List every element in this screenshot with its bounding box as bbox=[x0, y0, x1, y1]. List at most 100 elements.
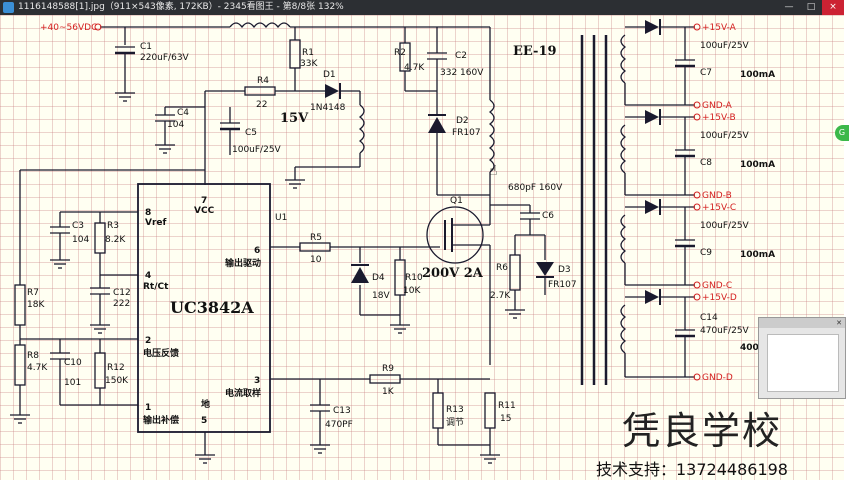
output-c-pos: +15V-C bbox=[702, 203, 736, 213]
output-b-pos: +15V-B bbox=[702, 113, 736, 123]
maximize-button[interactable]: □ bbox=[806, 2, 816, 12]
window-title: 1116148588[1].jpg（911×543像素, 172KB）- 234… bbox=[18, 2, 344, 12]
d1-label: D1 bbox=[323, 70, 336, 80]
output-a-pos: +15V-A bbox=[702, 23, 737, 33]
c5-value: 100uF/25V bbox=[232, 145, 282, 155]
c9-value: 100uF/25V bbox=[700, 221, 750, 231]
output-a-current: 100mA bbox=[740, 70, 775, 80]
pin-2-label: 电压反馈 bbox=[143, 347, 179, 359]
c12-label: C12 bbox=[113, 288, 131, 298]
wires bbox=[14, 22, 695, 455]
r1-value: 33K bbox=[300, 59, 318, 69]
output-terminals bbox=[94, 23, 701, 381]
c8-value: 100uF/25V bbox=[700, 131, 750, 141]
r8-value: 4.7K bbox=[27, 363, 48, 373]
c6-value: 680pF 160V bbox=[508, 183, 563, 193]
navigator-preview[interactable] bbox=[767, 334, 839, 392]
r10-value: 10K bbox=[403, 286, 421, 296]
c1-value: 220uF/63V bbox=[140, 53, 190, 63]
pin-8: 8 bbox=[145, 208, 151, 218]
r4-label: R4 bbox=[257, 76, 269, 86]
c2-label: C2 bbox=[455, 51, 467, 61]
diode-d4 bbox=[351, 267, 369, 283]
c12-value: 222 bbox=[113, 299, 130, 309]
pin-7-label: VCC bbox=[194, 206, 215, 216]
navigator-thumbnail[interactable]: ✕ bbox=[758, 317, 846, 399]
r2-label: R2 bbox=[394, 48, 406, 58]
output-c-gnd: GND-C bbox=[702, 281, 732, 291]
minimize-button[interactable]: — bbox=[784, 2, 794, 12]
pin-4: 4 bbox=[145, 271, 151, 281]
output-d-current: 400m bbox=[740, 343, 768, 353]
transformer-label: EE-19 bbox=[513, 44, 557, 59]
diode-d3 bbox=[536, 262, 554, 276]
c10-value: 101 bbox=[64, 378, 81, 388]
output-d-pos: +15V-D bbox=[702, 293, 737, 303]
c13-label: C13 bbox=[333, 406, 351, 416]
r12-value: 150K bbox=[105, 376, 129, 386]
c14-value: 470uF/25V bbox=[700, 326, 750, 336]
watermark-contact: 技术支持：13724486198 bbox=[596, 460, 788, 479]
output-a-gnd: GND-A bbox=[702, 101, 733, 111]
close-button[interactable]: × bbox=[822, 0, 844, 15]
pin-6-label: 输出驱动 bbox=[225, 257, 261, 269]
c2-value: 332 160V bbox=[440, 68, 484, 78]
diode-d1 bbox=[325, 84, 339, 98]
c4-value: 104 bbox=[167, 120, 184, 130]
c7-value: 100uF/25V bbox=[700, 41, 750, 51]
r3-value: 8.2K bbox=[105, 235, 126, 245]
pin-5-label: 地 bbox=[201, 398, 210, 410]
r1-label: R1 bbox=[302, 48, 314, 58]
c8-label: C8 bbox=[700, 158, 712, 168]
aux-voltage-label: 15V bbox=[280, 111, 309, 126]
watermark-school: 凭良学校 bbox=[622, 409, 783, 453]
output-d-gnd: GND-D bbox=[702, 373, 733, 383]
pin-2: 2 bbox=[145, 336, 151, 346]
r9-value: 1K bbox=[382, 387, 395, 397]
c13-value: 470PF bbox=[325, 420, 353, 430]
c10-label: C10 bbox=[64, 358, 82, 368]
r7-value: 18K bbox=[27, 300, 45, 310]
r13-value: 调节 bbox=[446, 417, 464, 428]
r9-label: R9 bbox=[382, 364, 394, 374]
r6-label: R6 bbox=[496, 263, 508, 273]
window-titlebar: 1116148588[1].jpg（911×543像素, 172KB）- 234… bbox=[0, 0, 844, 15]
r2-value: 4.7K bbox=[404, 63, 425, 73]
c1-label: C1 bbox=[140, 42, 152, 52]
u1-label: U1 bbox=[275, 213, 287, 223]
r11-value: 15 bbox=[500, 414, 511, 424]
pin-5: 5 bbox=[201, 416, 207, 426]
d2-label: D2 bbox=[456, 116, 469, 126]
c5-label: C5 bbox=[245, 128, 257, 138]
q1-label: Q1 bbox=[450, 196, 463, 206]
navigator-close-icon[interactable]: ✕ bbox=[759, 318, 845, 328]
c6-label: C6 bbox=[542, 211, 554, 221]
output-b-gnd: GND-B bbox=[702, 191, 732, 201]
r7-label: R7 bbox=[27, 288, 39, 298]
r11-label: R11 bbox=[498, 401, 516, 411]
d3-label: D3 bbox=[558, 265, 571, 275]
pin-8-label: Vref bbox=[145, 218, 167, 228]
d2-value: FR107 bbox=[452, 128, 481, 138]
output-b-current: 100mA bbox=[740, 160, 775, 170]
output-c-current: 100mA bbox=[740, 250, 775, 260]
c9-label: C9 bbox=[700, 248, 712, 258]
pin-1-label: 输出补偿 bbox=[143, 414, 179, 426]
c14-label: C14 bbox=[700, 313, 718, 323]
d1-value: 1N4148 bbox=[310, 103, 346, 113]
r5-label: R5 bbox=[310, 233, 322, 243]
r12-label: R12 bbox=[107, 363, 125, 373]
r13-label: R13 bbox=[446, 405, 464, 415]
pin-6: 6 bbox=[254, 246, 260, 256]
c4-label: C4 bbox=[177, 108, 189, 118]
diode-d2 bbox=[428, 117, 446, 133]
pin-3: 3 bbox=[254, 376, 260, 386]
hand-cursor-icon: ☝ bbox=[489, 163, 498, 179]
ground-symbols bbox=[10, 92, 525, 464]
r5-value: 10 bbox=[310, 255, 322, 265]
c3-value: 104 bbox=[72, 235, 89, 245]
side-panel-toggle-icon[interactable]: G bbox=[835, 125, 849, 141]
r6-value: 2.7K bbox=[490, 291, 511, 301]
diodes bbox=[325, 19, 661, 305]
pin-4-label: Rt/Ct bbox=[143, 282, 169, 292]
